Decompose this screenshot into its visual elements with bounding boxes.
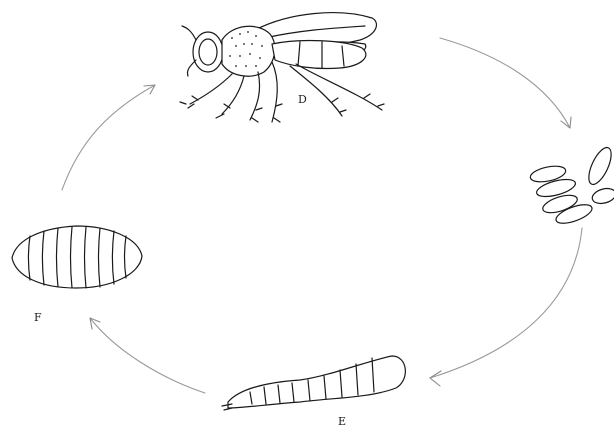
label-pupa: F bbox=[34, 311, 42, 324]
cycle-arrows bbox=[62, 38, 582, 393]
arrow-eggs-to-larva bbox=[430, 228, 582, 386]
eggs-drawing bbox=[529, 144, 614, 227]
pupa-drawing bbox=[12, 226, 142, 288]
arrow-pupa-to-adult bbox=[62, 85, 155, 190]
arrow-adult-to-eggs bbox=[440, 38, 571, 128]
label-adult: D bbox=[298, 93, 307, 106]
adult-wasp-drawing bbox=[180, 13, 384, 122]
larva-drawing bbox=[222, 356, 405, 410]
arrow-larva-to-pupa bbox=[90, 318, 205, 393]
label-larva: E bbox=[338, 415, 346, 428]
